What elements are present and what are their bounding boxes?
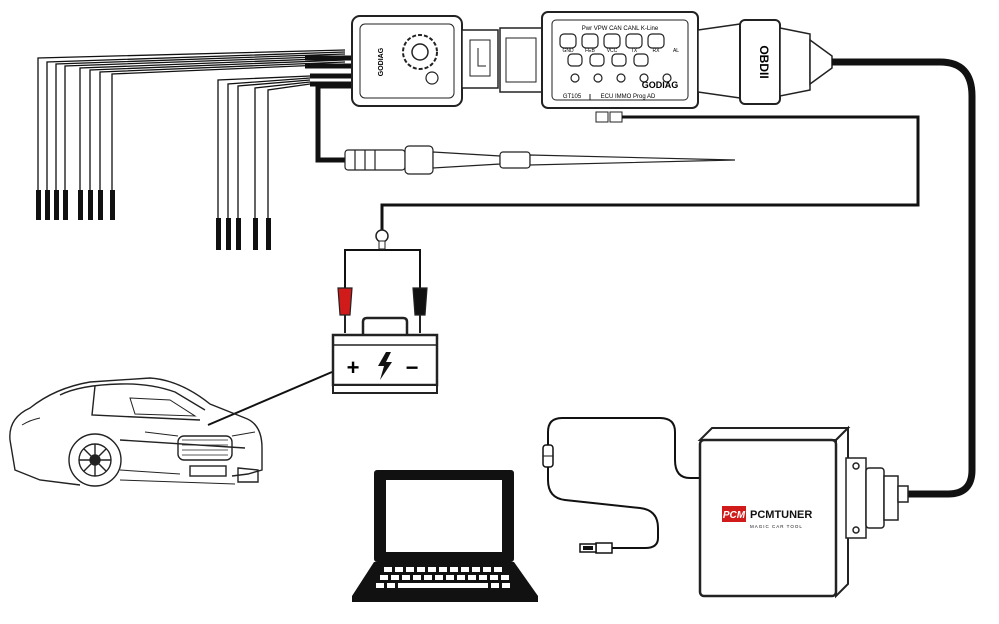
probe-cable	[315, 83, 352, 163]
battery-positive-clamp	[337, 287, 353, 333]
flying-leads-tips-2	[216, 218, 271, 250]
car-battery: + −	[331, 316, 439, 394]
battery-plus-symbol: +	[347, 355, 360, 380]
gt105-model: GT105	[563, 94, 582, 100]
usb-plug-icon	[579, 542, 613, 554]
flying-leads-tips-1	[36, 190, 115, 220]
battery-negative-clamp	[412, 287, 428, 333]
probe-pen	[344, 145, 736, 175]
obd-label: OBDII	[757, 45, 771, 78]
laptop-icon	[352, 470, 538, 602]
godiag-adapter: GODIAG	[351, 15, 499, 107]
pcmtuner-device: PCM PCMTUNER MAGIC CAR TOOL	[697, 425, 851, 599]
obd-connector: OBDII	[697, 19, 833, 105]
db25-connector	[845, 457, 909, 539]
usb-cable	[547, 417, 700, 549]
flying-leads-group-2	[217, 75, 311, 220]
pcmtuner-name: PCMTUNER	[750, 509, 812, 521]
lightning-icon	[378, 352, 392, 380]
gt105-pin-rx: RX	[653, 48, 661, 54]
godiag-gt105: Pwr VPW CAN CANL K-Line GND FEB VCC TX R…	[499, 11, 699, 109]
gt105-pin-header: Pwr VPW CAN CANL K-Line	[582, 26, 659, 32]
gt105-pin-al: AL	[673, 48, 679, 54]
gt105-pin-gnd: GND	[562, 48, 574, 54]
battery-clamp-cables	[344, 245, 421, 290]
gt105-power-cable	[380, 115, 920, 230]
gt105-product: ECU IMMO Prog AD	[601, 94, 656, 100]
pcmtuner-logo: PCM	[723, 510, 746, 521]
gt105-pin-feb: FEB	[585, 48, 595, 54]
battery-connector-ring	[375, 229, 389, 250]
gt105-power-jack	[595, 111, 623, 123]
pcmtuner-tagline: MAGIC CAR TOOL	[750, 524, 803, 529]
car-illustration	[9, 377, 263, 487]
usb-ferrite	[542, 444, 554, 468]
car-battery-link	[207, 371, 333, 426]
gt105-pin-vcc: VCC	[607, 48, 618, 54]
flying-leads-group-1	[37, 49, 346, 190]
adapter-brand: GODIAG	[378, 47, 385, 76]
gt105-pin-tx: TX	[631, 48, 638, 54]
obd-cable	[832, 58, 976, 498]
gt105-brand: GODIAG	[642, 80, 679, 90]
battery-minus-symbol: −	[406, 355, 419, 380]
